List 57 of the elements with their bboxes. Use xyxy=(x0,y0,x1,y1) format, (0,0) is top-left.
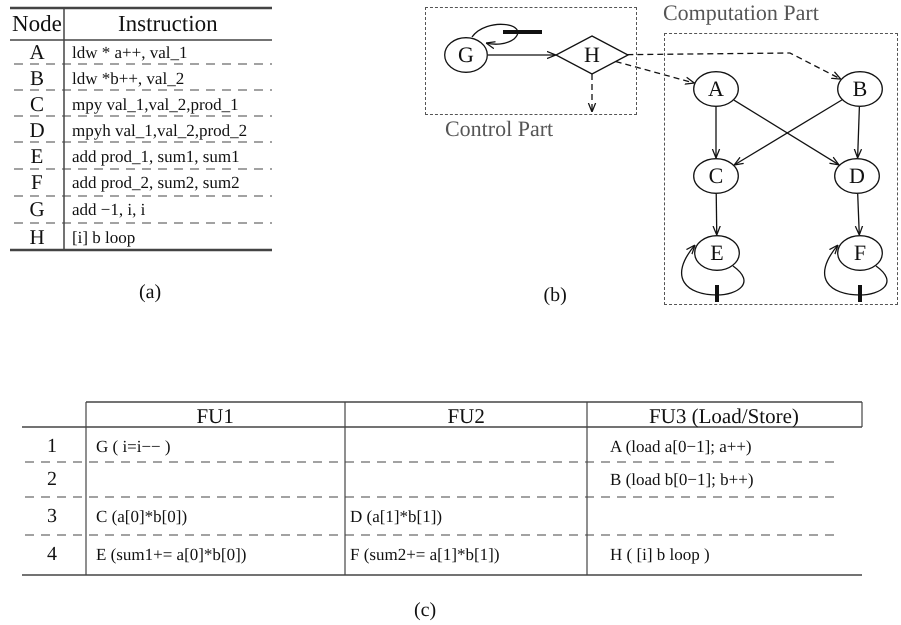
schedule-entry: C (a[0]*b[0]) xyxy=(96,508,188,524)
instruction-text: add prod_1, sum1, sum1 xyxy=(72,148,240,164)
schedule-entry: D (a[1]*b[1]) xyxy=(350,508,442,524)
node-letter: F xyxy=(31,172,43,192)
column-header: FU1 xyxy=(196,406,234,426)
schedule-entry: H ( [i] b loop ) xyxy=(610,546,710,562)
circle-node: G xyxy=(444,37,488,73)
instruction-text: add −1, i, i xyxy=(72,200,146,218)
instruction-text: mpy val_1,val_2,prod_1 xyxy=(72,96,239,112)
circle-node: F xyxy=(837,235,883,271)
circle-node: B xyxy=(837,71,883,107)
node-letter: D xyxy=(30,120,45,140)
dashed-arrow xyxy=(627,52,842,80)
row-number: 2 xyxy=(47,469,57,489)
circle-node: A xyxy=(693,71,739,107)
group-title: Control Part xyxy=(445,118,554,140)
node-letter: A xyxy=(30,42,45,62)
node-letter: G xyxy=(30,198,45,220)
panel-caption: (b) xyxy=(544,285,567,305)
self-loop-arrow xyxy=(680,244,745,302)
instruction-text: mpyh val_1,val_2,prod_2 xyxy=(72,122,248,138)
arrow xyxy=(488,50,557,60)
arrow xyxy=(854,106,862,159)
circle-node: E xyxy=(694,235,740,271)
node-letter: E xyxy=(30,146,44,166)
node-letter: B xyxy=(30,68,44,88)
arrow xyxy=(712,194,721,236)
arrow xyxy=(854,194,864,236)
column-header: FU3 (Load/Store) xyxy=(649,406,799,426)
row-number: 3 xyxy=(47,506,57,526)
instruction-text: add prod_2, sum2, sum2 xyxy=(72,174,240,190)
column-header: Node xyxy=(12,12,62,34)
schedule-entry: A (load a[0−1]; a++) xyxy=(610,438,752,454)
circle-node: D xyxy=(834,158,880,194)
row-number: 4 xyxy=(47,544,57,564)
dashed-arrow xyxy=(588,74,596,113)
diamond-node: H xyxy=(556,36,628,74)
column-header: Instruction xyxy=(118,12,218,34)
schedule-entry: F (sum2+= a[1]*b[1]) xyxy=(350,546,500,562)
group-title: Computation Part xyxy=(663,2,819,24)
arrow xyxy=(712,107,720,159)
dashed-arrow xyxy=(616,60,695,85)
panel-caption: (c) xyxy=(414,600,436,620)
schedule-entry: E (sum1+= a[0]*b[0]) xyxy=(96,546,246,562)
self-loop-arrow xyxy=(472,24,542,50)
schedule-entry: G ( i=i−− ) xyxy=(96,438,171,454)
schedule-entry: B (load b[0−1]; b++) xyxy=(610,470,754,488)
instruction-text: [i] b loop xyxy=(72,228,136,246)
node-letter: C xyxy=(30,94,44,114)
instruction-text: ldw *b++, val_2 xyxy=(72,70,184,86)
circle-node: C xyxy=(693,158,739,194)
node-letter: H xyxy=(30,226,45,248)
instruction-text: ldw * a++, val_1 xyxy=(72,44,188,60)
self-loop-arrow xyxy=(824,244,888,302)
row-number: 1 xyxy=(47,436,57,456)
column-header: FU2 xyxy=(448,406,485,426)
panel-caption: (a) xyxy=(139,282,162,302)
